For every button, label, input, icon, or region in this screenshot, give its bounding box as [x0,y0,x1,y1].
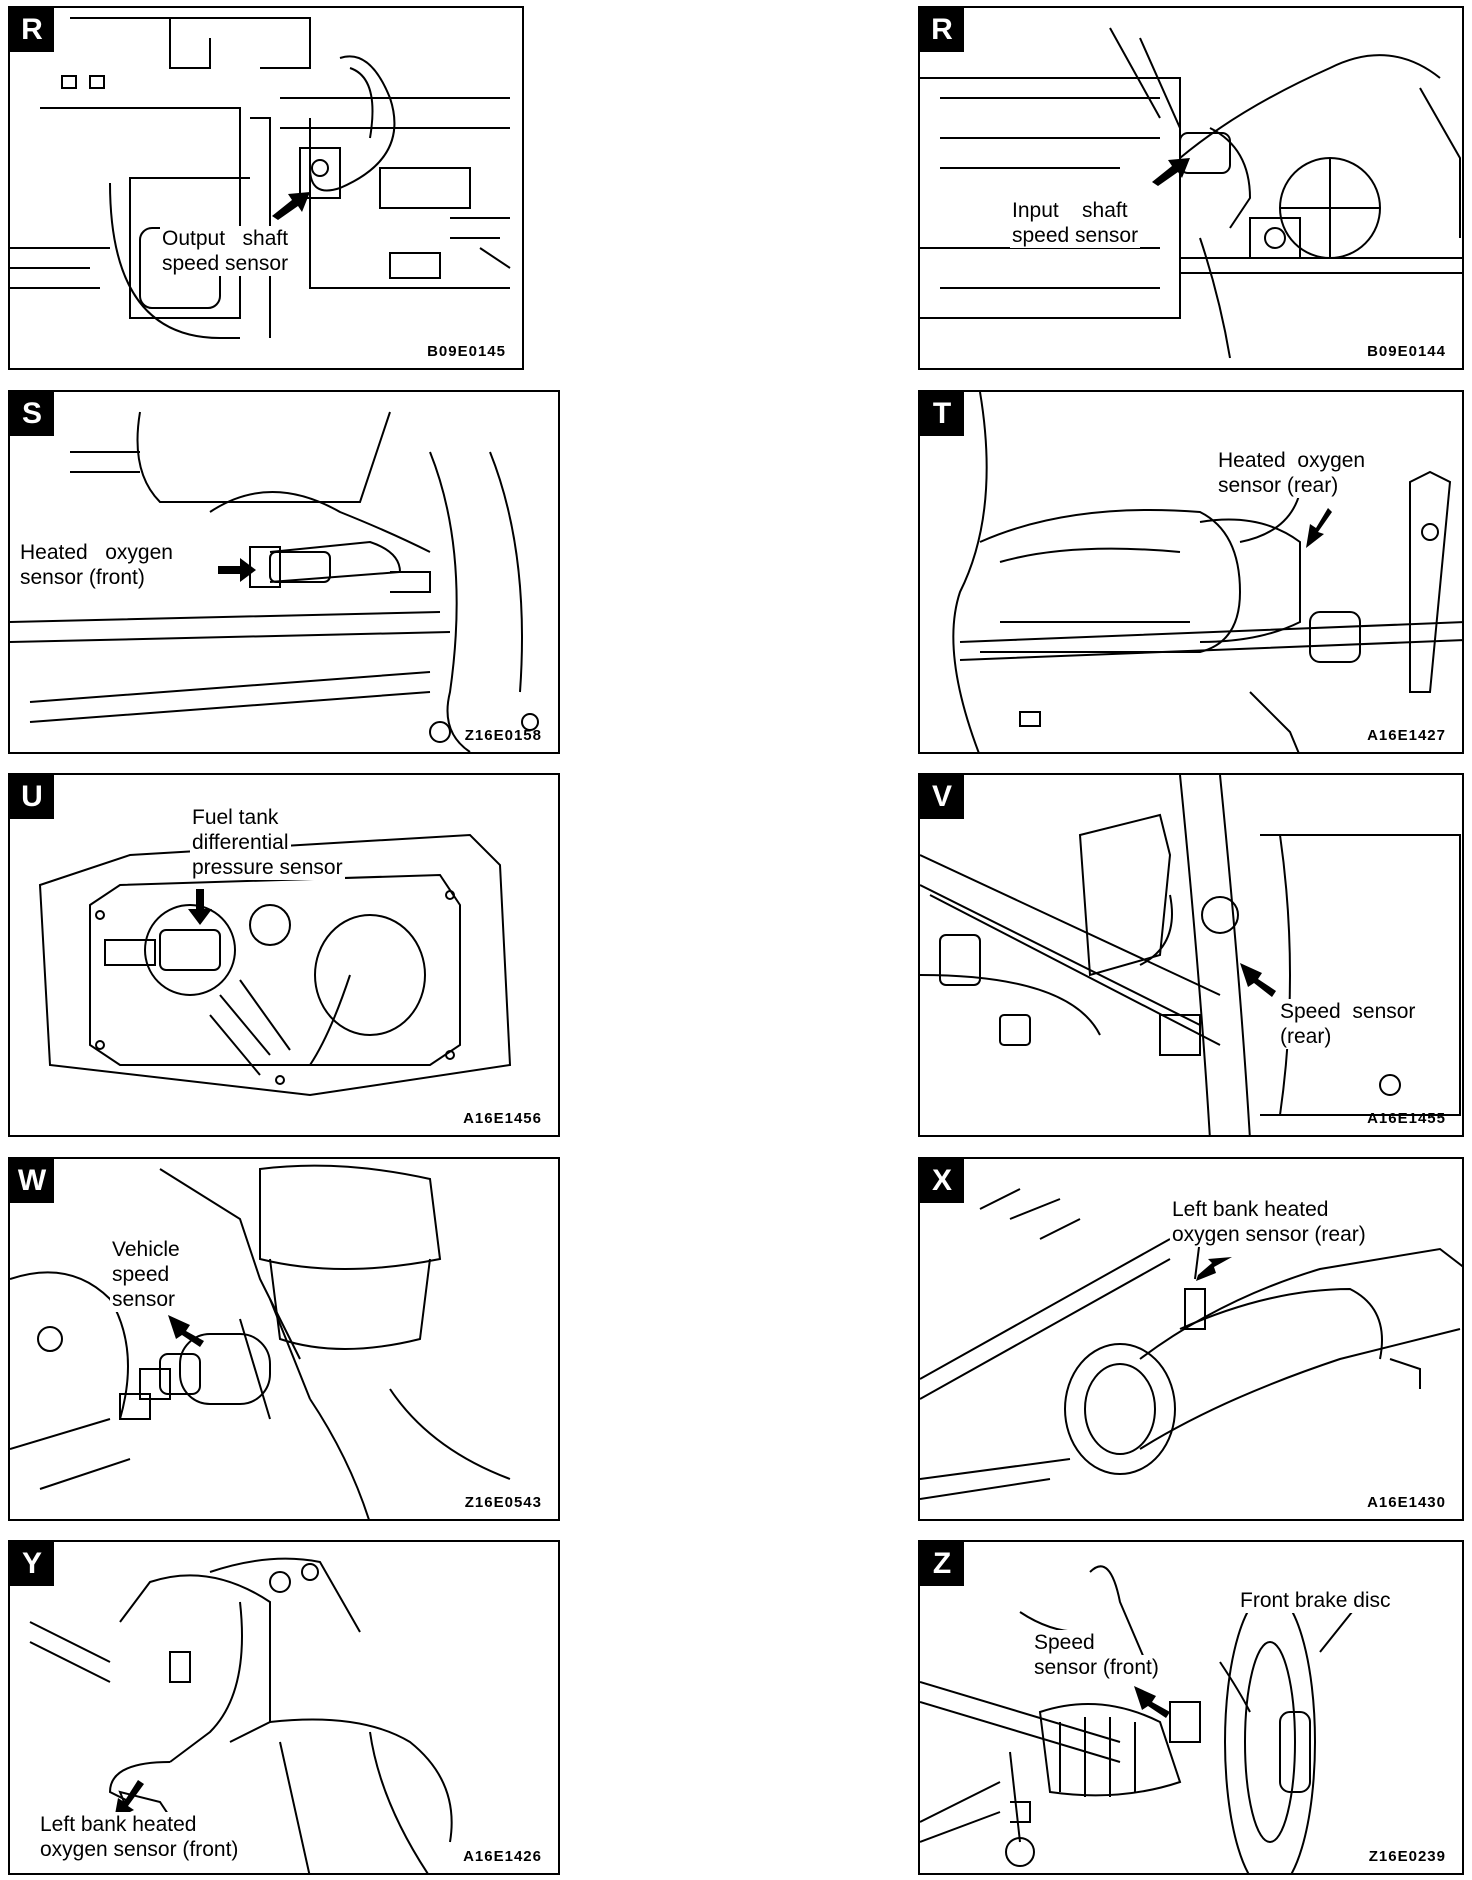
label-pressure-sensor: pressure sensor [190,855,345,880]
label-sensor-rear: sensor (rear) [1216,473,1341,498]
label-speed: speed [110,1262,172,1287]
figure-panel-y: Y Left bank heated oxygen sensor (front)… [8,1540,560,1875]
label-heated-oxygen: Heated oxygen [18,540,175,565]
figure-panel-v: V Speed sensor (rear) A16E1455 [918,773,1464,1137]
figure-panel-r-output-shaft: R Output shaft speed sensor B09E0145 [8,6,524,370]
arrow-icon [1306,508,1332,548]
arrow-icon [1134,1686,1170,1718]
figure-code: A16E1426 [463,1848,542,1865]
arrow-icon [218,558,256,582]
illustration-speed-sensor-rear [920,775,1461,1135]
label-left-bank-heated: Left bank heated [1170,1197,1331,1222]
label-speed-sensor: speed sensor [160,251,291,276]
figure-code: A16E1455 [1367,1110,1446,1127]
panel-letter: R [920,8,964,52]
label-input-shaft: Input shaft [1010,198,1130,223]
label-sensor-front: sensor (front) [1032,1655,1161,1680]
illustration-heated-oxygen-front [10,411,539,752]
panel-letter: R [10,8,54,52]
figure-code: A16E1456 [463,1110,542,1127]
figure-code: Z16E0158 [464,727,542,744]
arrow-icon [114,1780,144,1820]
label-oxygen-sensor-rear: oxygen sensor (rear) [1170,1222,1368,1247]
panel-letter: U [10,775,54,819]
figure-code: Z16E0239 [1368,1848,1446,1865]
figure-code: A16E1427 [1367,727,1446,744]
figure-code: A16E1430 [1367,1494,1446,1511]
figure-panel-s: S Heated oxygen sensor (front) Z16E0158 [8,390,560,754]
panel-letter: V [920,775,964,819]
label-vehicle: Vehicle [110,1237,182,1262]
figure-panel-r-input-shaft: R Input shaft speed sensor B09E0144 [918,6,1464,370]
label-left-bank-heated: Left bank heated [38,1812,199,1837]
label-differential: differential [190,830,291,855]
illustration-left-bank-oxygen-front [29,1557,453,1873]
panel-letter: T [920,392,964,436]
panel-letter: S [10,392,54,436]
panel-letter: W [10,1159,54,1203]
label-fuel-tank: Fuel tank [190,805,281,830]
arrow-icon [1240,963,1276,997]
arrow-icon [168,1315,204,1347]
arrow-icon [1196,1257,1232,1281]
label-speed-sensor: Speed sensor [1278,999,1418,1024]
label-heated-oxygen: Heated oxygen [1216,448,1368,473]
label-sensor-front: sensor (front) [18,565,147,590]
arrow-icon [1152,158,1190,186]
label-speed-sensor: speed sensor [1010,223,1141,248]
figure-panel-x: X Left bank heated oxygen sensor (rear) … [918,1157,1464,1521]
label-rear: (rear) [1278,1024,1334,1049]
panel-letter: X [920,1159,964,1203]
figure-panel-z: Z Front brake disc Speed sensor (front) … [918,1540,1464,1875]
label-front-brake-disc: Front brake disc [1238,1588,1393,1613]
figure-code: B09E0145 [427,343,506,360]
arrow-icon [188,889,212,925]
figure-code: B09E0144 [1367,343,1446,360]
illustration-vehicle-speed-sensor [10,1164,511,1519]
illustration-output-shaft-sensor [10,17,511,339]
figure-panel-u: U Fuel tank differential pressure sensor… [8,773,560,1137]
illustration-fuel-tank-sensor [38,833,512,1097]
panel-letter: Y [10,1542,54,1586]
label-sensor: sensor [110,1287,178,1312]
illustration-input-shaft-sensor [920,27,1462,359]
label-oxygen-sensor-front: oxygen sensor (front) [38,1837,241,1862]
illustration-heated-oxygen-rear [952,392,1462,752]
label-output-shaft: Output shaft [160,226,291,251]
arrow-icon [272,192,310,220]
figure-code: Z16E0543 [464,1494,542,1511]
panel-letter: Z [920,1542,964,1586]
figure-panel-w: W Vehicle speed sensor Z16E0543 [8,1157,560,1521]
figure-panel-t: T Heated oxygen sensor (rear) A16E1427 [918,390,1464,754]
label-speed: Speed [1032,1630,1097,1655]
